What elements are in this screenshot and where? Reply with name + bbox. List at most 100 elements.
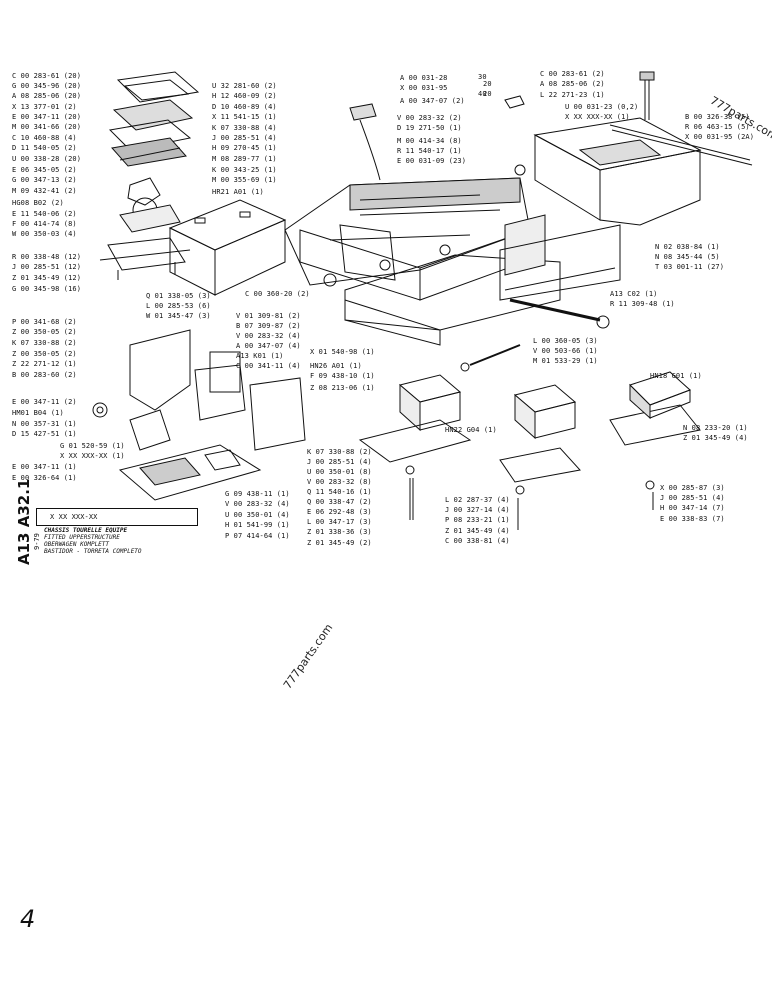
part-label: E 06 292-48 (3) <box>307 508 372 516</box>
date-code: 9-79 <box>33 533 41 550</box>
part-label: M 09 432-41 (2) <box>12 187 77 195</box>
part-label: HN26 A01 (1) <box>310 362 362 370</box>
part-label: Z 00 350-05 (2) <box>12 350 77 358</box>
shaft-illustration <box>460 298 610 372</box>
part-label: L 00 285-53 (6) <box>146 302 211 310</box>
part-label: A 08 285-06 (20) <box>12 92 82 100</box>
title-line: BASTIDOR - TORRETA COMPLETO <box>44 548 142 555</box>
part-label: K 00 343-25 (1) <box>212 166 277 174</box>
part-label: X 13 377-01 (2) <box>12 103 77 111</box>
part-label: M 00 414-34 (8) <box>397 137 462 145</box>
part-label: W 01 345-47 (3) <box>146 312 211 320</box>
mounting-plate-illustration <box>358 404 701 495</box>
part-label: R 11 540-17 (1) <box>397 147 462 155</box>
part-label: HN18 G01 (1) <box>650 372 702 380</box>
part-label: Z 01 338-36 (3) <box>307 528 372 536</box>
part-label: M 01 533-29 (1) <box>533 357 598 365</box>
part-label: T 03 001-11 (27) <box>655 263 725 271</box>
counterweight-illustration <box>533 117 753 226</box>
part-label: W 00 350-03 (4) <box>12 230 77 238</box>
part-label: C 00 338-81 (4) <box>445 537 510 545</box>
part-label: B 07 309-87 (2) <box>236 322 301 330</box>
part-label: X 00 285-87 (3) <box>660 484 725 492</box>
part-label: A 00 347-07 (2) <box>400 97 465 105</box>
part-label: J 00 327-14 (4) <box>445 506 510 514</box>
fastener-illustration <box>409 478 654 530</box>
part-label: U 00 338-28 (20) <box>12 155 82 163</box>
part-label: D 10 460-89 (4) <box>212 103 277 111</box>
part-label: Q 00 338-47 (2) <box>307 498 372 506</box>
part-label: C 10 460-88 (4) <box>12 134 77 142</box>
part-label: N 08 345-44 (5) <box>655 253 720 261</box>
part-label: G 09 438-11 (1) <box>225 490 290 498</box>
part-label: C 00 341-11 (4) <box>236 362 301 370</box>
part-label: V 00 503-66 (1) <box>533 347 598 355</box>
part-label: D 15 427-51 (1) <box>12 430 77 438</box>
part-label: N 08 233-20 (1) <box>683 424 748 432</box>
base-plate-illustration <box>118 444 262 501</box>
part-label: G 00 345-98 (16) <box>12 285 82 293</box>
part-label: B 00 326-38 (5) <box>685 113 750 121</box>
battery-box-illustration <box>168 199 287 296</box>
dimension-label: 20 <box>483 90 492 98</box>
part-number-box <box>36 508 198 526</box>
part-label: B 00 283-60 (2) <box>12 371 77 379</box>
part-label: Z 01 345-49 (2) <box>307 539 372 547</box>
part-label: K 07 330-88 (2) <box>307 448 372 456</box>
part-label: E 00 347-11 (2) <box>12 398 77 406</box>
part-label: C 00 283-61 (2) <box>540 70 605 78</box>
part-label: F 09 438-10 (1) <box>310 372 375 380</box>
part-label: E 00 347-11 (20) <box>12 113 82 121</box>
part-label: R 06 463-15 (5) <box>685 123 750 131</box>
part-label: V 00 283-32 (2) <box>397 114 462 122</box>
part-label: C 00 283-61 (20) <box>12 72 82 80</box>
title-line: CHASSIS TOURELLE EQUIPE <box>44 527 128 534</box>
part-label: M 00 341-66 (20) <box>12 123 82 131</box>
part-label: J 00 285-51 (4) <box>212 134 277 142</box>
part-label: P 07 414-64 (1) <box>225 532 290 540</box>
part-label: G 00 345-96 (20) <box>12 82 82 90</box>
bolt-illustration <box>504 71 655 176</box>
part-label: G 01 520-59 (1) <box>60 442 125 450</box>
part-label: E 00 031-09 (23) <box>397 157 467 165</box>
page-number: 4 <box>20 905 36 933</box>
part-label: X 11 541-15 (1) <box>212 113 277 121</box>
part-label: L 02 287-37 (4) <box>445 496 510 504</box>
title-line: FITTED UPPERSTRUCTURE <box>44 534 120 541</box>
part-label: X 00 031-95 (2A) <box>685 133 755 141</box>
part-label: A 00 347-07 (4) <box>236 342 301 350</box>
clip-illustration <box>349 103 381 181</box>
part-label: Z 22 271-12 (1) <box>12 360 77 368</box>
filter-block-illustration <box>398 374 577 440</box>
part-label: X 00 031-95 <box>400 84 448 92</box>
part-label: U 00 350-01 (8) <box>307 468 372 476</box>
part-label: M 00 355-69 (1) <box>212 176 277 184</box>
part-label: X 01 540-98 (1) <box>310 348 375 356</box>
part-label: Z 00 350-05 (2) <box>12 328 77 336</box>
title-line: OBERWAGEN KOMPLETT <box>44 541 110 548</box>
part-label: HN22 G04 (1) <box>445 426 497 434</box>
part-label: P 08 233-21 (1) <box>445 516 510 524</box>
side-panel-illustration <box>499 224 621 301</box>
dimension-label: 40 <box>478 90 487 98</box>
part-label: L 00 360-05 (3) <box>533 337 598 345</box>
main-frame-illustration <box>284 177 561 346</box>
part-label: U 32 281-60 (2) <box>212 82 277 90</box>
part-label: J 00 285-51 (4) <box>660 494 725 502</box>
part-number: X XX XXX-XX <box>50 513 98 521</box>
part-label: V 00 283-32 (4) <box>225 500 290 508</box>
dimension-label: 20 <box>483 80 492 88</box>
part-label: D 11 540-05 (2) <box>12 144 77 152</box>
part-label: V 00 283-32 (4) <box>236 332 301 340</box>
part-label: P 00 341-68 (2) <box>12 318 77 326</box>
part-label: J 00 285-51 (12) <box>12 263 82 271</box>
part-label: E 06 345-05 (2) <box>12 166 77 174</box>
part-label: K 07 330-88 (4) <box>212 124 277 132</box>
guard-illustration <box>92 329 306 451</box>
part-label: K 07 330-88 (2) <box>12 339 77 347</box>
part-label: J 00 285-51 (4) <box>307 458 372 466</box>
part-label: D 19 271-50 (1) <box>397 124 462 132</box>
part-label: N 00 357-31 (1) <box>12 420 77 428</box>
part-label: R 11 309-48 (1) <box>610 300 675 308</box>
